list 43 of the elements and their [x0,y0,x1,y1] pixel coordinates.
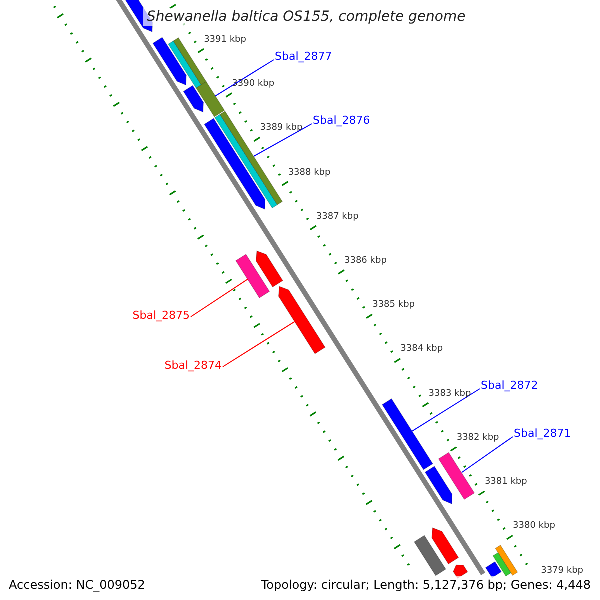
kbp-label: 3387 kbp [316,212,359,222]
kbp-label: 3383 kbp [428,390,472,399]
kbp-label: 3389 kbp [260,124,303,134]
info-text: Topology: circular; Length: 5,127,376 bp; Genes: 4,448 [261,579,591,591]
leader-line [215,60,274,97]
gene-feature [432,528,460,565]
info-text: Accession: NC_009052 [9,579,146,591]
gene-label: Sbal_2874 [164,359,222,373]
gene-feature [453,564,468,579]
gene-feature [256,250,284,288]
kbp-label: 3382 kbp [456,434,500,443]
gene-feature [152,37,187,86]
gene-feature [495,545,518,576]
gene-feature [414,535,446,576]
gene-label: Sbal_2877 [275,50,332,64]
gene-feature [278,286,326,354]
leader-line [253,124,312,158]
gene-label: Sbal_2871 [514,427,572,441]
gene-label: Sbal_2876 [313,114,370,128]
leader-line [190,278,248,318]
leader-line [461,436,514,474]
gene-feature [183,85,204,113]
gene-feature [382,398,434,470]
gene-feature [438,452,476,500]
kbp-label: 3380 kbp [513,522,556,532]
gene-label: Sbal_2872 [481,379,538,393]
kbp-label: 3390 kbp [232,80,275,90]
kbp-label: 3385 kbp [372,301,415,310]
kbp-label: 3386 kbp [344,257,387,266]
kbp-label: 3391 kbp [204,36,246,45]
gene-feature [485,562,502,578]
kbp-label: 3379 kbp [541,566,584,576]
gene-feature [236,254,270,298]
leader-line [222,321,296,368]
gene-label: Sbal_2875 [132,309,190,323]
gene-feature [424,466,453,505]
gene-feature [492,552,512,577]
leader-line [412,388,480,432]
gene-feature [196,81,226,118]
kbp-label: 3384 kbp [400,345,444,354]
kbp-label: 3388 kbp [288,168,331,178]
gene-feature [168,40,202,89]
kbp-label: 3381 kbp [484,478,528,488]
